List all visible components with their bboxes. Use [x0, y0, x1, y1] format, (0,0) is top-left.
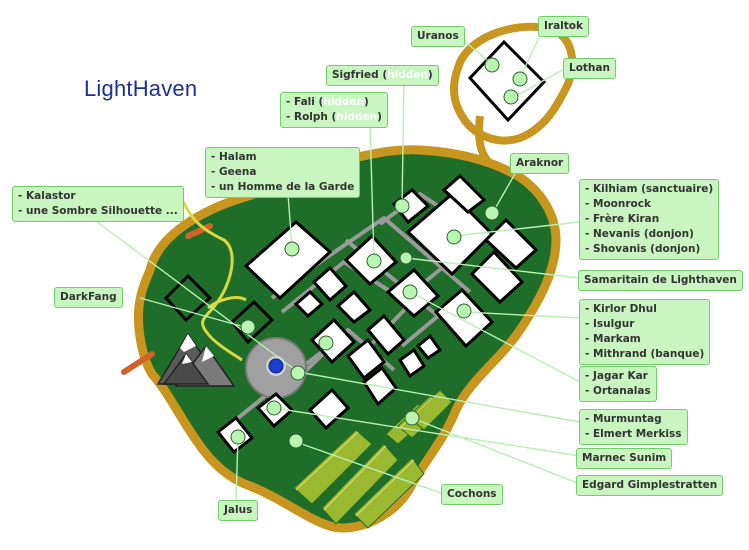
marker-kalastor	[318, 335, 334, 351]
dock-west	[185, 223, 213, 239]
map-title: LightHaven	[84, 76, 198, 101]
connector-lines	[91, 26, 581, 501]
label-sigfried[interactable]: Sigfried (hidden)	[326, 65, 439, 86]
label-murmuntag-group[interactable]: - Murmuntag - Elmert Merkiss	[579, 409, 688, 445]
marker-jagar	[402, 284, 418, 300]
label-halam-group[interactable]: - Halam - Geena - un Homme de la Garde	[205, 147, 361, 198]
marker-sigfried	[394, 198, 410, 214]
label-lothan[interactable]: Lothan	[563, 58, 616, 79]
label-iraltok[interactable]: Iraltok	[538, 16, 589, 37]
marker-uranos	[484, 57, 500, 73]
marker-cochons	[404, 410, 420, 426]
dock-southwest	[121, 351, 155, 375]
label-uranos[interactable]: Uranos	[411, 26, 465, 47]
marker-cochons-2	[288, 433, 304, 449]
marker-jalus	[230, 429, 246, 445]
marker-fali-rolph	[366, 253, 382, 269]
label-fali-rolph[interactable]: - Fali (hidden) - Rolph (hidden)	[280, 92, 388, 128]
marker-lothan	[503, 89, 519, 105]
marker-kirlor	[456, 303, 472, 319]
label-kalastor-group[interactable]: - Kalastor - une Sombre Silhouette ...	[12, 186, 184, 222]
label-darkfang[interactable]: DarkFang	[54, 287, 123, 308]
label-jalus[interactable]: Jalus	[218, 500, 259, 521]
marker-halam	[284, 241, 300, 257]
marker-iraltok	[512, 71, 528, 87]
label-marnec[interactable]: Marnec Sunim	[576, 448, 673, 469]
marker-murmuntag	[290, 365, 306, 381]
marker-samaritain	[399, 251, 413, 265]
label-cochons[interactable]: Cochons	[441, 484, 503, 505]
npc-markers	[230, 57, 528, 449]
marker-kilhiam	[446, 229, 462, 245]
label-edgard[interactable]: Edgard Gimplestratten	[576, 475, 724, 496]
building	[467, 39, 547, 123]
marker-darkfang	[240, 319, 256, 335]
label-jagar-group[interactable]: - Jagar Kar - Ortanalas	[579, 366, 657, 402]
label-kilhiam-group[interactable]: - Kilhiam (sanctuaire) - Moonrock - Frèr…	[579, 179, 720, 260]
label-araknor[interactable]: Araknor	[510, 153, 570, 174]
label-kirlor-group[interactable]: - Kirlor Dhul - Isulgur - Markam - Mithr…	[579, 299, 711, 365]
marker-marnec	[266, 400, 282, 416]
marker-araknor	[484, 205, 500, 221]
mountains	[156, 332, 236, 387]
label-samaritain[interactable]: Samaritain de Lighthaven	[578, 270, 743, 291]
